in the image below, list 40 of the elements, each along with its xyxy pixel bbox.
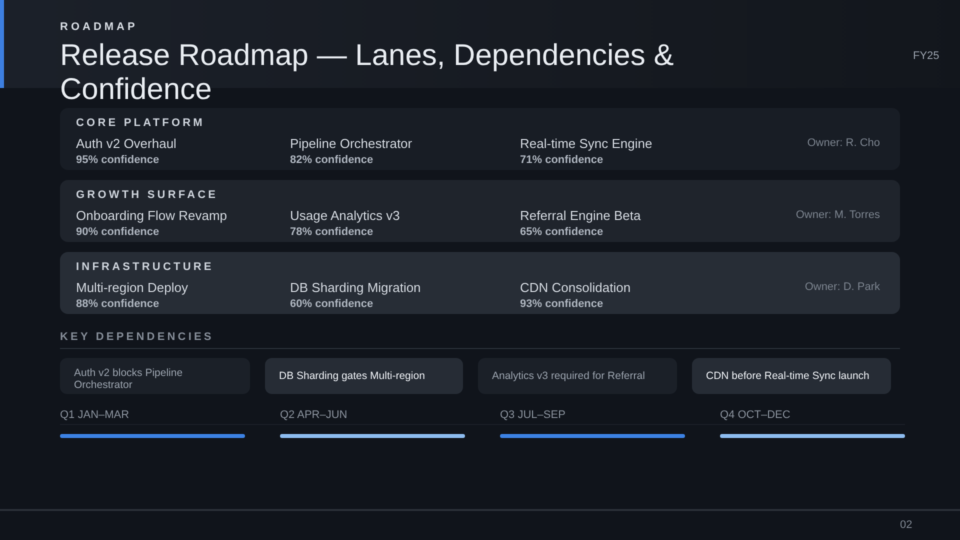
dependency-card — [265, 358, 463, 394]
confidence-text: 78% confidence — [290, 226, 374, 238]
eyebrow-label: ROADMAP — [60, 21, 138, 33]
quarter-label: Q3 JUL–SEP — [500, 409, 566, 421]
confidence-text: 71% confidence — [520, 154, 604, 166]
confidence-text: 93% confidence — [520, 298, 604, 310]
dependency-note: Auth v2 blocks Pipeline Orchestrator — [74, 367, 184, 391]
confidence-text: 60% confidence — [290, 298, 374, 310]
owner-text: Owner: R. Cho — [807, 137, 880, 149]
lane-heading: GROWTH SURFACE — [76, 189, 218, 201]
owner-text: Owner: M. Torres — [796, 209, 880, 221]
milestone-name: Referral Engine Beta — [520, 208, 641, 223]
confidence-text: 65% confidence — [520, 226, 604, 238]
milestone-name: Pipeline Orchestrator — [290, 136, 412, 151]
confidence-text: 88% confidence — [76, 298, 160, 310]
milestone-name: Usage Analytics v3 — [290, 208, 400, 223]
section-heading: KEY DEPENDENCIES — [60, 331, 214, 343]
milestone-name: DB Sharding Migration — [290, 280, 421, 295]
quarter-label: Q1 JAN–MAR — [60, 409, 130, 421]
confidence-text: 90% confidence — [76, 226, 160, 238]
lane-panel — [60, 252, 900, 314]
slide-title: Release Roadmap — Lanes, Dependencies & Confidence — [60, 39, 675, 107]
dependency-note: CDN before Real-time Sync launch — [706, 370, 870, 382]
page-number: 02 — [900, 519, 912, 531]
quarter-label: Q4 OCT–DEC — [720, 409, 790, 421]
milestone-name: Onboarding Flow Revamp — [76, 208, 228, 223]
dependency-note: DB Sharding gates Multi-region — [279, 370, 425, 382]
quarter-label: Q2 APR–JUN — [280, 409, 348, 421]
owner-text: Owner: D. Park — [804, 281, 880, 293]
confidence-text: 95% confidence — [76, 154, 160, 166]
dependency-note: Analytics v3 required for Referral — [492, 370, 645, 382]
milestone-name: Real-time Sync Engine — [520, 136, 652, 151]
fiscal-year-label: FY25 — [913, 50, 940, 62]
dependency-card — [692, 358, 891, 394]
milestone-name: Multi-region Deploy — [76, 280, 188, 295]
milestone-name: CDN Consolidation — [520, 280, 631, 295]
confidence-text: 82% confidence — [290, 154, 374, 166]
lane-heading: CORE PLATFORM — [76, 117, 205, 129]
lane-heading: INFRASTRUCTURE — [76, 261, 214, 273]
milestone-name: Auth v2 Overhaul — [76, 136, 176, 151]
